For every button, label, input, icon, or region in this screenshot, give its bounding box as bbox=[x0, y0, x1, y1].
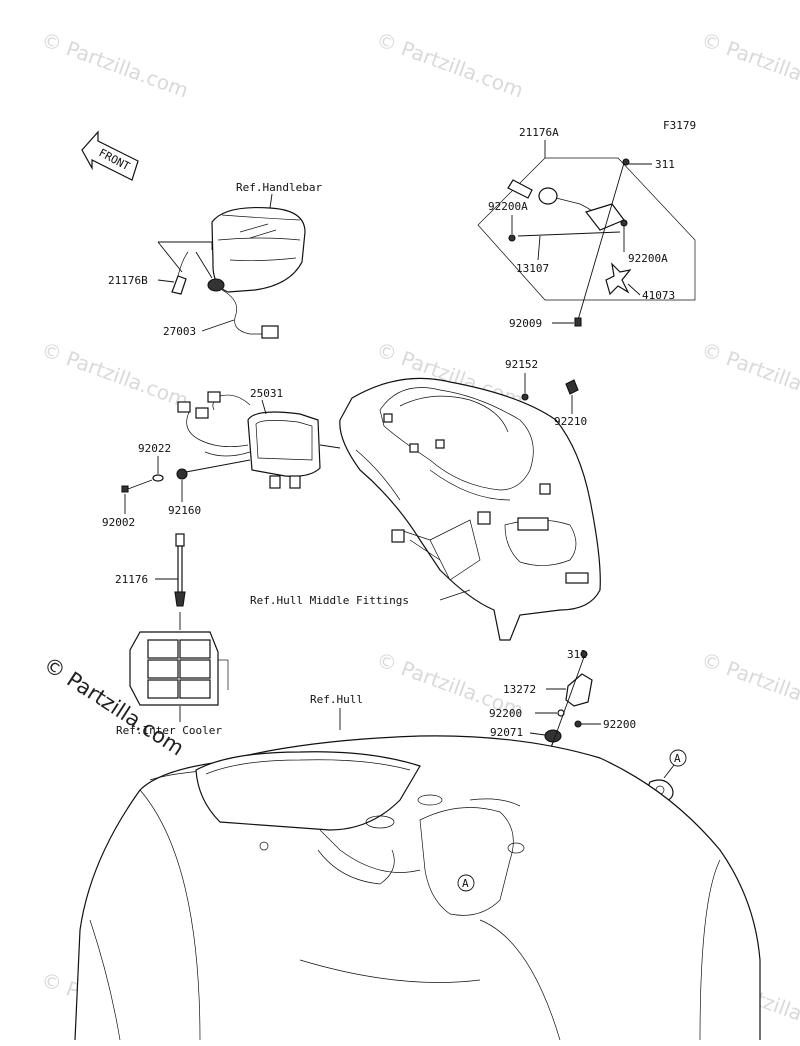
inter-cooler-part bbox=[129, 631, 229, 706]
watermark: © Partzilla.com bbox=[38, 27, 191, 102]
callout-a-bottom bbox=[457, 874, 475, 892]
part-label-21176A: 21176A bbox=[519, 126, 559, 139]
part-label-21176: 21176 bbox=[115, 573, 148, 586]
part-label-92210: 92210 bbox=[554, 415, 587, 428]
ref-inter-cooler-label: Ref.Inter Cooler bbox=[116, 724, 222, 737]
part-label-13107: 13107 bbox=[516, 262, 549, 275]
callout-letter-bottom: A bbox=[462, 877, 469, 890]
watermark: © Partzilla.com bbox=[38, 337, 191, 412]
part-label-92200A-left: 92200A bbox=[488, 200, 528, 213]
part-label-92009: 92009 bbox=[509, 317, 542, 330]
watermark: © Partzilla.com bbox=[373, 27, 526, 102]
plug-92071-part bbox=[544, 729, 562, 743]
part-label-92160: 92160 bbox=[168, 504, 201, 517]
meter-25031-part bbox=[177, 391, 321, 489]
switch-27003-part bbox=[207, 278, 279, 339]
part-92210 bbox=[565, 379, 579, 395]
group-21176A bbox=[477, 157, 696, 327]
washer-92022-part bbox=[152, 474, 164, 482]
watermark: © Partzilla.com bbox=[698, 337, 800, 412]
hull-middle-fittings-part bbox=[339, 377, 601, 641]
part-311-bottom bbox=[580, 650, 588, 658]
callout-letter-top: A bbox=[674, 752, 681, 765]
part-label-92152: 92152 bbox=[505, 358, 538, 371]
part-label-92002: 92002 bbox=[102, 516, 135, 529]
part-label-27003: 27003 bbox=[163, 325, 196, 338]
watermark: © Partzilla.com bbox=[698, 27, 800, 102]
nut-92160-part bbox=[176, 468, 188, 480]
part-label-92200-right: 92200 bbox=[603, 718, 636, 731]
bolt-92002-part bbox=[121, 479, 153, 493]
front-arrow-icon: FRONT bbox=[81, 130, 139, 181]
part-label-92071: 92071 bbox=[490, 726, 523, 739]
ref-handlebar-label: Ref.Handlebar bbox=[236, 181, 322, 194]
part-label-92200-left: 92200 bbox=[489, 707, 522, 720]
part-92152 bbox=[521, 393, 529, 401]
part-label-92022: 92022 bbox=[138, 442, 171, 455]
part-label-92200A-right: 92200A bbox=[628, 252, 668, 265]
switch-21176B-part bbox=[171, 251, 189, 295]
ref-hull-label: Ref.Hull bbox=[310, 693, 363, 706]
figure-code: F3179 bbox=[663, 119, 696, 132]
sensor-21176-part bbox=[174, 533, 186, 607]
part-label-25031: 25031 bbox=[250, 387, 283, 400]
part-label-41073: 41073 bbox=[642, 289, 675, 302]
bracket-13272-part bbox=[565, 673, 593, 707]
part-label-13272: 13272 bbox=[503, 683, 536, 696]
watermark: © Partzilla.com bbox=[698, 647, 800, 722]
part-label-311-top: 311 bbox=[655, 158, 675, 171]
washer-92200-right bbox=[574, 720, 582, 728]
part-label-21176B: 21176B bbox=[108, 274, 148, 287]
handlebar-pad-part bbox=[211, 206, 306, 293]
callout-a-top bbox=[669, 749, 687, 767]
ref-hull-middle-fittings-label: Ref.Hull Middle Fittings bbox=[250, 594, 409, 607]
hull-part bbox=[74, 735, 761, 1041]
